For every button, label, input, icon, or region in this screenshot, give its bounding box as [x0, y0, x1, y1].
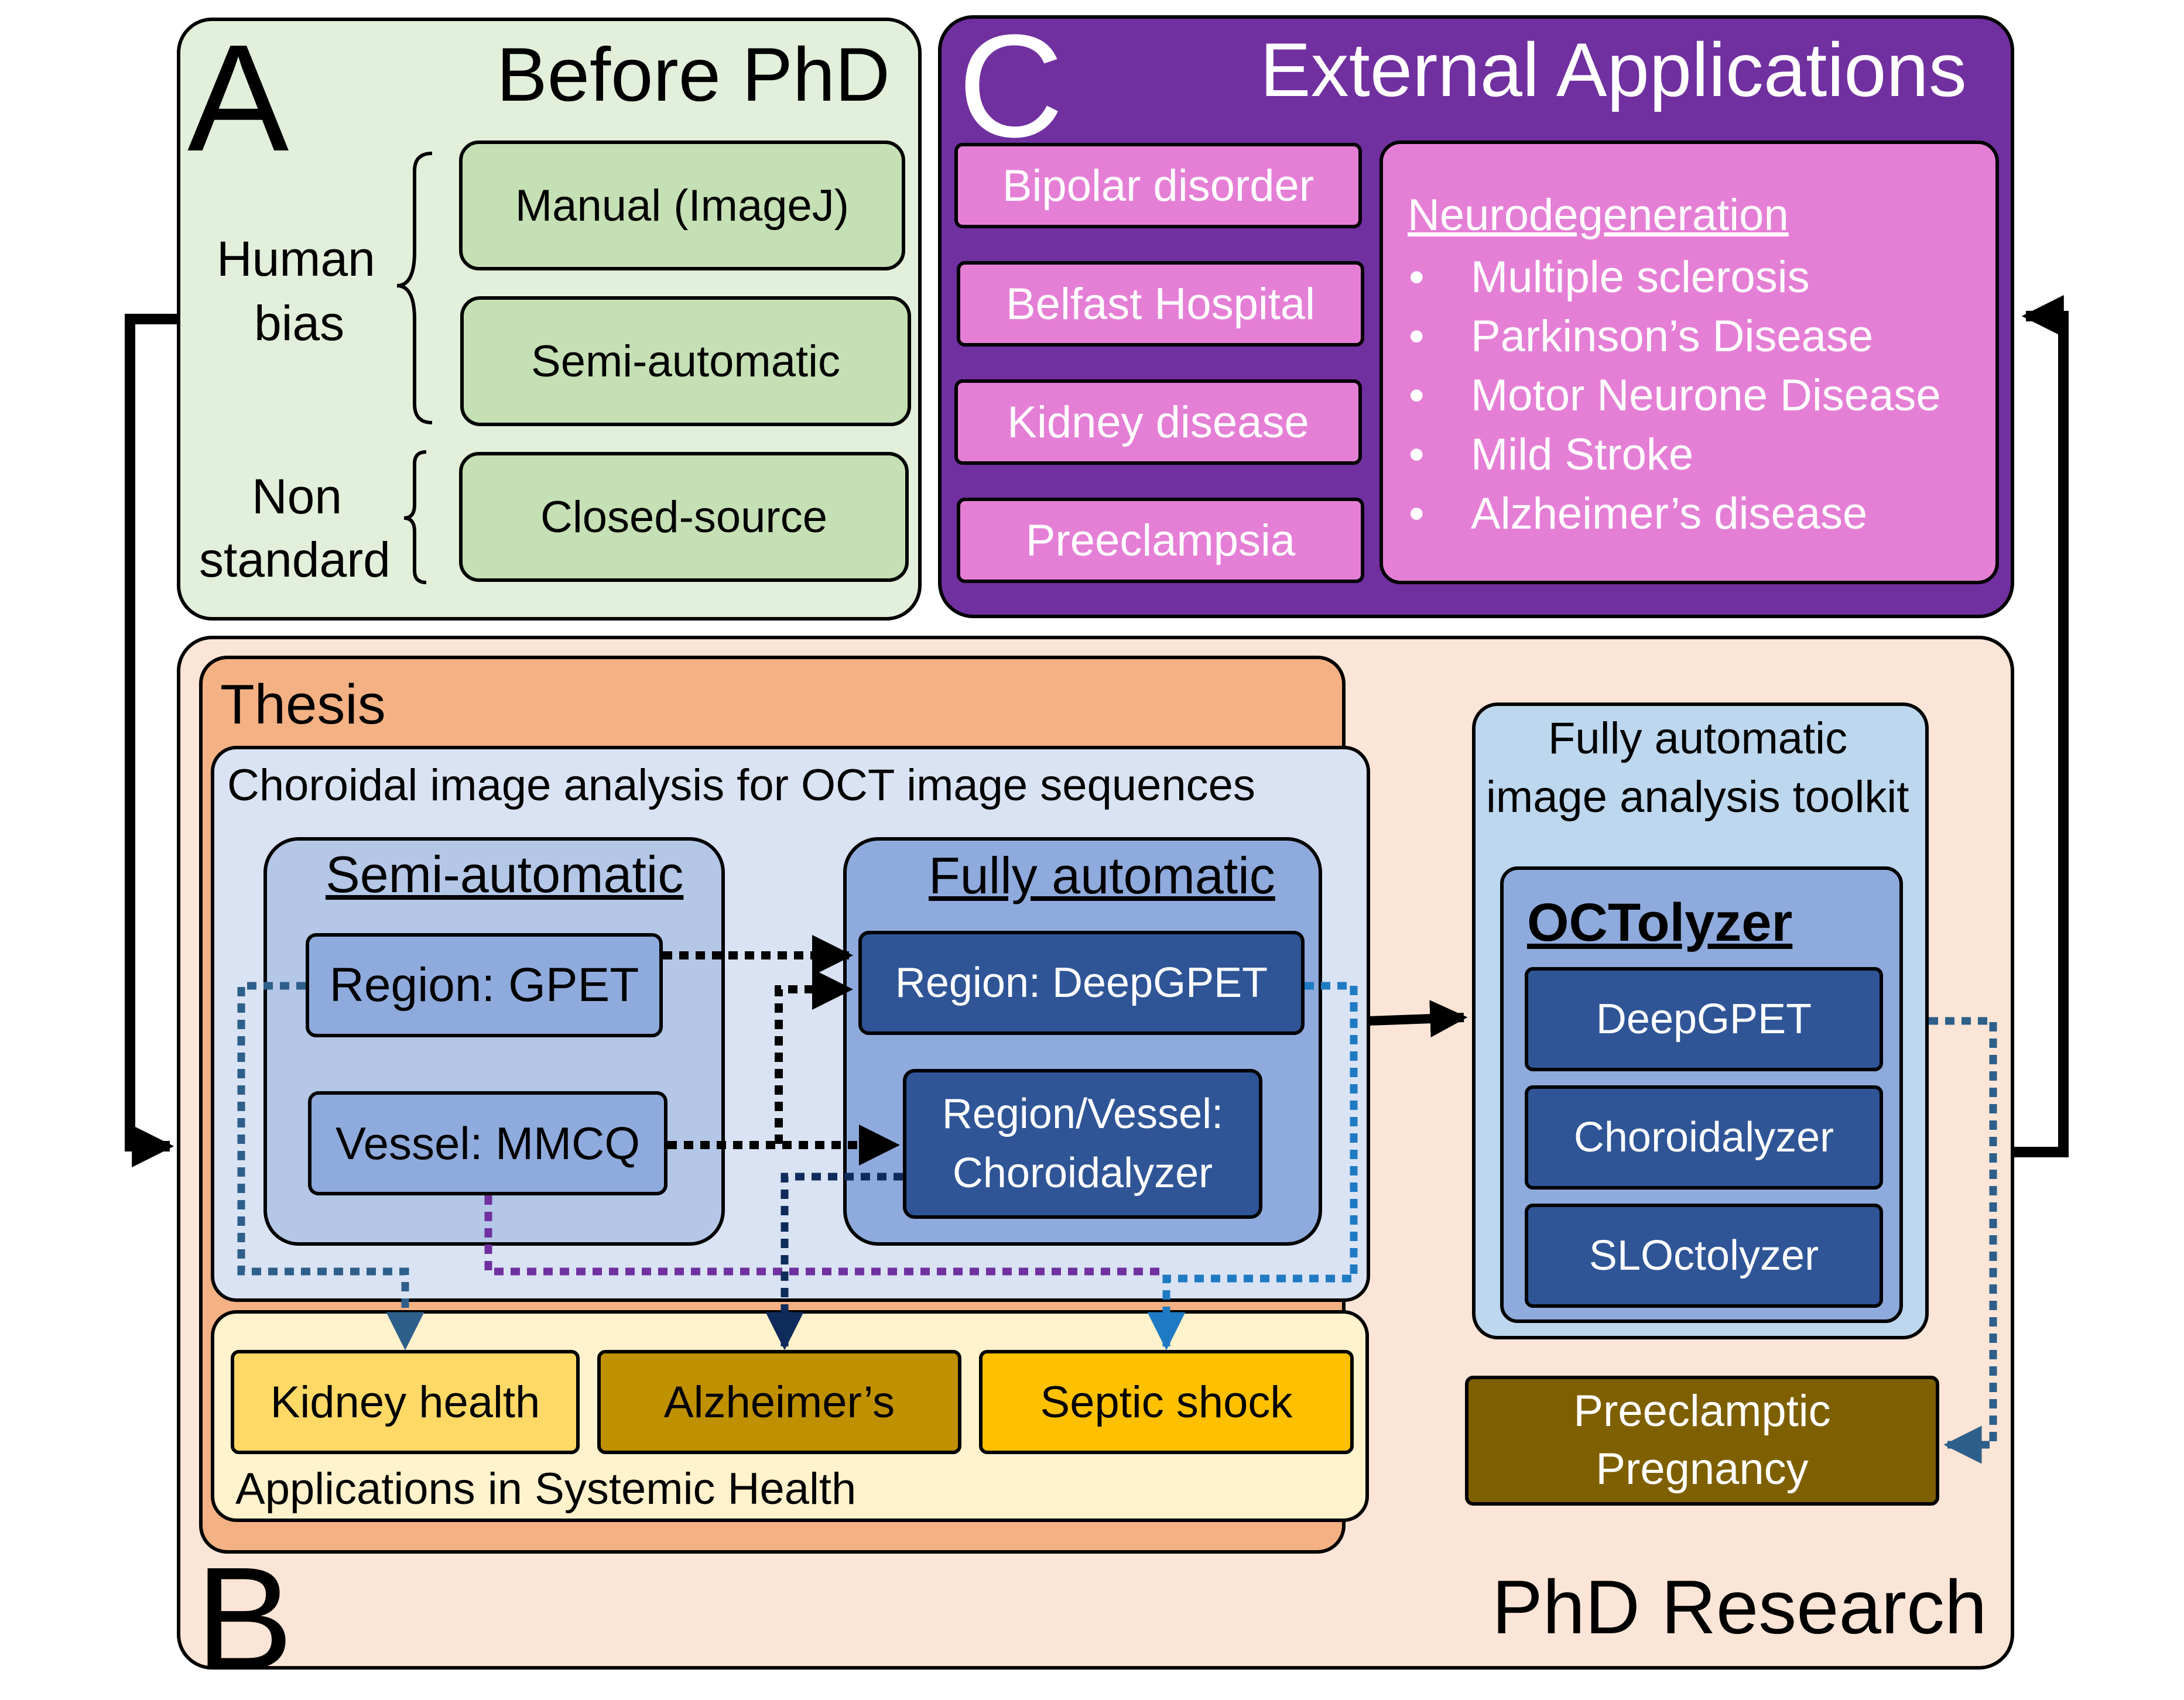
bullet-icon: • — [1409, 430, 1425, 479]
region-deepgpet-box: Region: DeepGPET — [858, 931, 1305, 1035]
arrow-phd-research-to-external — [2014, 295, 2069, 1157]
kidney-disease-label: Kidney disease — [1007, 397, 1309, 447]
sloctolyzer-box: SLOctolyzer — [1525, 1204, 1883, 1308]
bipolar-disorder-box: Bipolar disorder — [954, 143, 1362, 228]
region-gpet-box: Region: GPET — [306, 933, 663, 1037]
preeclampsia-box: Preeclampsia — [957, 498, 1364, 583]
choroidal-analysis-title: Choroidal image analysis for OCT image s… — [227, 760, 1255, 810]
region-gpet-label: Region: GPET — [329, 958, 639, 1012]
preeclampsia-label: Preeclampsia — [1025, 515, 1296, 565]
fully-automatic-title: Fully automatic — [929, 846, 1275, 904]
bullet-icon: • — [1409, 489, 1425, 539]
semi-automatic-old-box: Semi-automatic — [460, 296, 911, 426]
toolkit-title-2: image analysis toolkit — [1486, 772, 1909, 822]
preeclamptic-label-1: Preeclamptic — [1573, 1386, 1831, 1437]
neurodegeneration-box — [1379, 140, 1999, 584]
arrow-before-phd-to-phd-research — [125, 314, 177, 1167]
region-deepgpet-label: Region: DeepGPET — [895, 959, 1268, 1006]
panel-c-title: External Applications — [1260, 27, 1967, 112]
septic-shock-label: Septic shock — [1040, 1377, 1293, 1427]
kidney-health-label: Kidney health — [270, 1377, 540, 1427]
octolyzer-title: OCTolyzer — [1527, 893, 1793, 952]
septic-shock-box: Septic shock — [979, 1350, 1354, 1454]
arrow-gpet-cross — [775, 969, 853, 1144]
human-bias-brace — [396, 152, 433, 424]
choroidalyzer-label: Choroidalyzer — [1573, 1114, 1834, 1161]
applications-systemic-health-label: Applications in Systemic Health — [235, 1464, 857, 1514]
belfast-hospital-box: Belfast Hospital — [957, 261, 1364, 347]
vessel-mmcq-box: Vessel: MMCQ — [308, 1091, 667, 1195]
region-vessel-choroidalyzer-box: Region/Vessel: Choroidalyzer — [903, 1069, 1262, 1219]
closed-source-box: Closed-source — [459, 452, 909, 582]
vessel-mmcq-label: Vessel: MMCQ — [335, 1117, 641, 1169]
bullet-icon: • — [1409, 252, 1425, 302]
non-standard-brace — [403, 450, 427, 584]
panel-b-letter: B — [196, 1537, 293, 1700]
semi-automatic-title: Semi-automatic — [326, 845, 684, 903]
closed-source-label: Closed-source — [540, 492, 827, 542]
belfast-hospital-label: Belfast Hospital — [1005, 279, 1316, 329]
panel-a-title: Before PhD — [497, 32, 891, 117]
panel-b-title: PhD Research — [1492, 1564, 1987, 1650]
manual-imagej-label: Manual (ImageJ) — [515, 180, 850, 231]
non-standard-label-1: Non — [252, 469, 343, 524]
arrow-deepgpet-to-septic-shock — [1147, 982, 1358, 1351]
arrow-gpet-to-kidney-health — [237, 982, 425, 1351]
alzheimers-label: Alzheimer’s — [663, 1377, 895, 1427]
arrow-toolkit-to-preeclamptic — [1929, 1017, 1997, 1464]
non-standard-label-2: standard — [199, 532, 391, 587]
deepgpet-label: DeepGPET — [1596, 996, 1812, 1043]
kidney-disease-box: Kidney disease — [954, 379, 1362, 465]
preeclamptic-label-2: Pregnancy — [1596, 1444, 1809, 1494]
choroidalyzer-box: Choroidalyzer — [1525, 1085, 1883, 1190]
toolkit-title-1: Fully automatic — [1548, 714, 1848, 763]
arrow-thesis-to-toolkit — [1368, 1000, 1468, 1038]
manual-imagej-box: Manual (ImageJ) — [459, 140, 905, 270]
alzheimers-box: Alzheimer’s — [597, 1350, 961, 1454]
deepgpet-box: DeepGPET — [1525, 967, 1883, 1071]
preeclamptic-pregnancy-box: Preeclamptic Pregnancy — [1465, 1376, 1939, 1506]
thesis-title: Thesis — [220, 673, 386, 736]
panel-a-letter: A — [187, 13, 289, 183]
human-bias-label-1: Human — [217, 231, 375, 286]
region-vessel-label-2: Choroidalyzer — [952, 1150, 1213, 1197]
bullet-icon: • — [1409, 311, 1425, 361]
bipolar-disorder-label: Bipolar disorder — [1002, 160, 1314, 211]
arrow-mmcq-to-septic-purple — [484, 1195, 1166, 1276]
neurodegeneration-heading: Neurodegeneration — [1408, 190, 1789, 240]
region-vessel-label-1: Region/Vessel: — [942, 1091, 1224, 1138]
sloctolyzer-label: SLOctolyzer — [1589, 1232, 1819, 1279]
bullet-icon: • — [1409, 371, 1425, 420]
arrow-choroidalyzer-to-alzheimers — [765, 1173, 903, 1351]
kidney-health-box: Kidney health — [231, 1350, 580, 1454]
human-bias-label-2: bias — [254, 296, 345, 351]
semi-automatic-old-label: Semi-automatic — [531, 336, 840, 386]
panel-c-letter: C — [958, 4, 1064, 167]
